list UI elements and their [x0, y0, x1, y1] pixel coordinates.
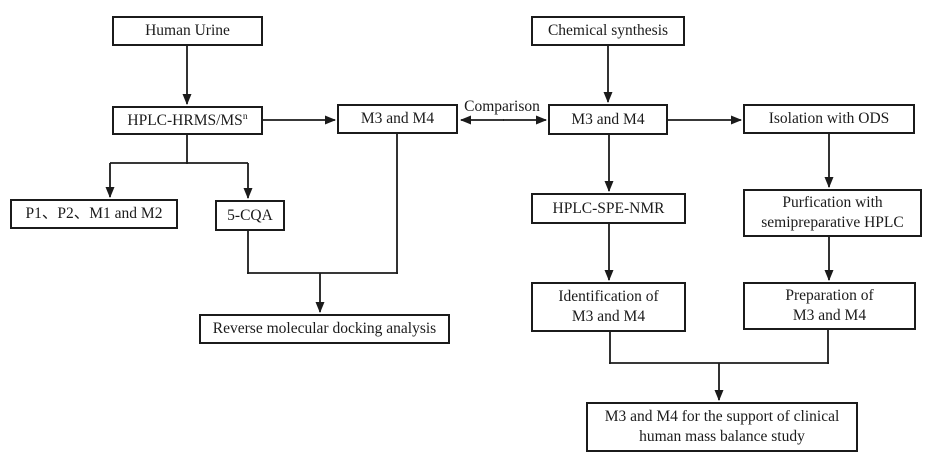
node-m3-and-m4-right: M3 and M4 — [548, 104, 668, 135]
join-m3m4-left-and-5cqa-to-reverse-docking — [247, 134, 398, 313]
node-label-base: HPLC-HRMS/MS — [127, 111, 243, 129]
node-human-urine: Human Urine — [112, 16, 263, 46]
join-identification-and-preparation-to-final — [609, 330, 829, 401]
node-label-line2: semipreparative HPLC — [761, 214, 904, 231]
node-preparation-of-m3-m4: Preparation of M3 and M4 — [743, 282, 916, 330]
node-label: M3 and M4 — [360, 110, 435, 127]
node-m3-and-m4-left: M3 and M4 — [337, 104, 458, 134]
node-chemical-synthesis: Chemical synthesis — [531, 16, 685, 46]
node-label: Reverse molecular docking analysis — [212, 320, 437, 337]
node-hplc-spe-nmr: HPLC-SPE-NMR — [531, 193, 686, 224]
node-label-line2: M3 and M4 — [792, 307, 867, 324]
node-label-line1: Purfication with — [782, 194, 883, 211]
edge-label-comparison: Comparison — [464, 98, 540, 115]
split-hplc-hrms-to-p1p2-and-5cqa — [105, 134, 253, 199]
node-label: Chemical synthesis — [547, 22, 669, 39]
node-label: M3 and M4 — [571, 110, 645, 128]
node-label: P1、P2、M1 and M2 — [25, 205, 163, 222]
node-label-line2: M3 and M4 — [571, 308, 646, 325]
node-label-line1: Identification of — [558, 288, 659, 305]
node-label-superscript: n — [242, 110, 248, 122]
node-label: Human Urine — [145, 22, 230, 39]
node-5-cqa: 5-CQA — [215, 200, 285, 231]
node-label: 5-CQA — [227, 206, 273, 224]
node-label-line2: human mass balance study — [639, 428, 805, 445]
node-isolation-with-ods: Isolation with ODS — [743, 104, 915, 134]
node-p1-p2-m1-m2: P1、P2、M1 and M2 — [10, 199, 178, 229]
node-identification-of-m3-m4: Identification of M3 and M4 — [531, 282, 686, 332]
node-hplc-hrms-msn: HPLC-HRMS/MSn — [112, 106, 263, 135]
node-label-line1: M3 and M4 for the support of clinical — [604, 408, 840, 425]
node-m3-m4-clinical-mass-balance: M3 and M4 for the support of clinical hu… — [586, 402, 858, 452]
node-reverse-molecular-docking: Reverse molecular docking analysis — [199, 314, 450, 344]
node-purification-semipreparative-hplc: Purfication with semipreparative HPLC — [743, 189, 922, 237]
node-label: Isolation with ODS — [768, 110, 890, 127]
node-label: HPLC-SPE-NMR — [552, 199, 665, 217]
node-label-line1: Preparation of — [785, 287, 874, 304]
node-label: HPLC-HRMS/MSn — [127, 111, 247, 131]
